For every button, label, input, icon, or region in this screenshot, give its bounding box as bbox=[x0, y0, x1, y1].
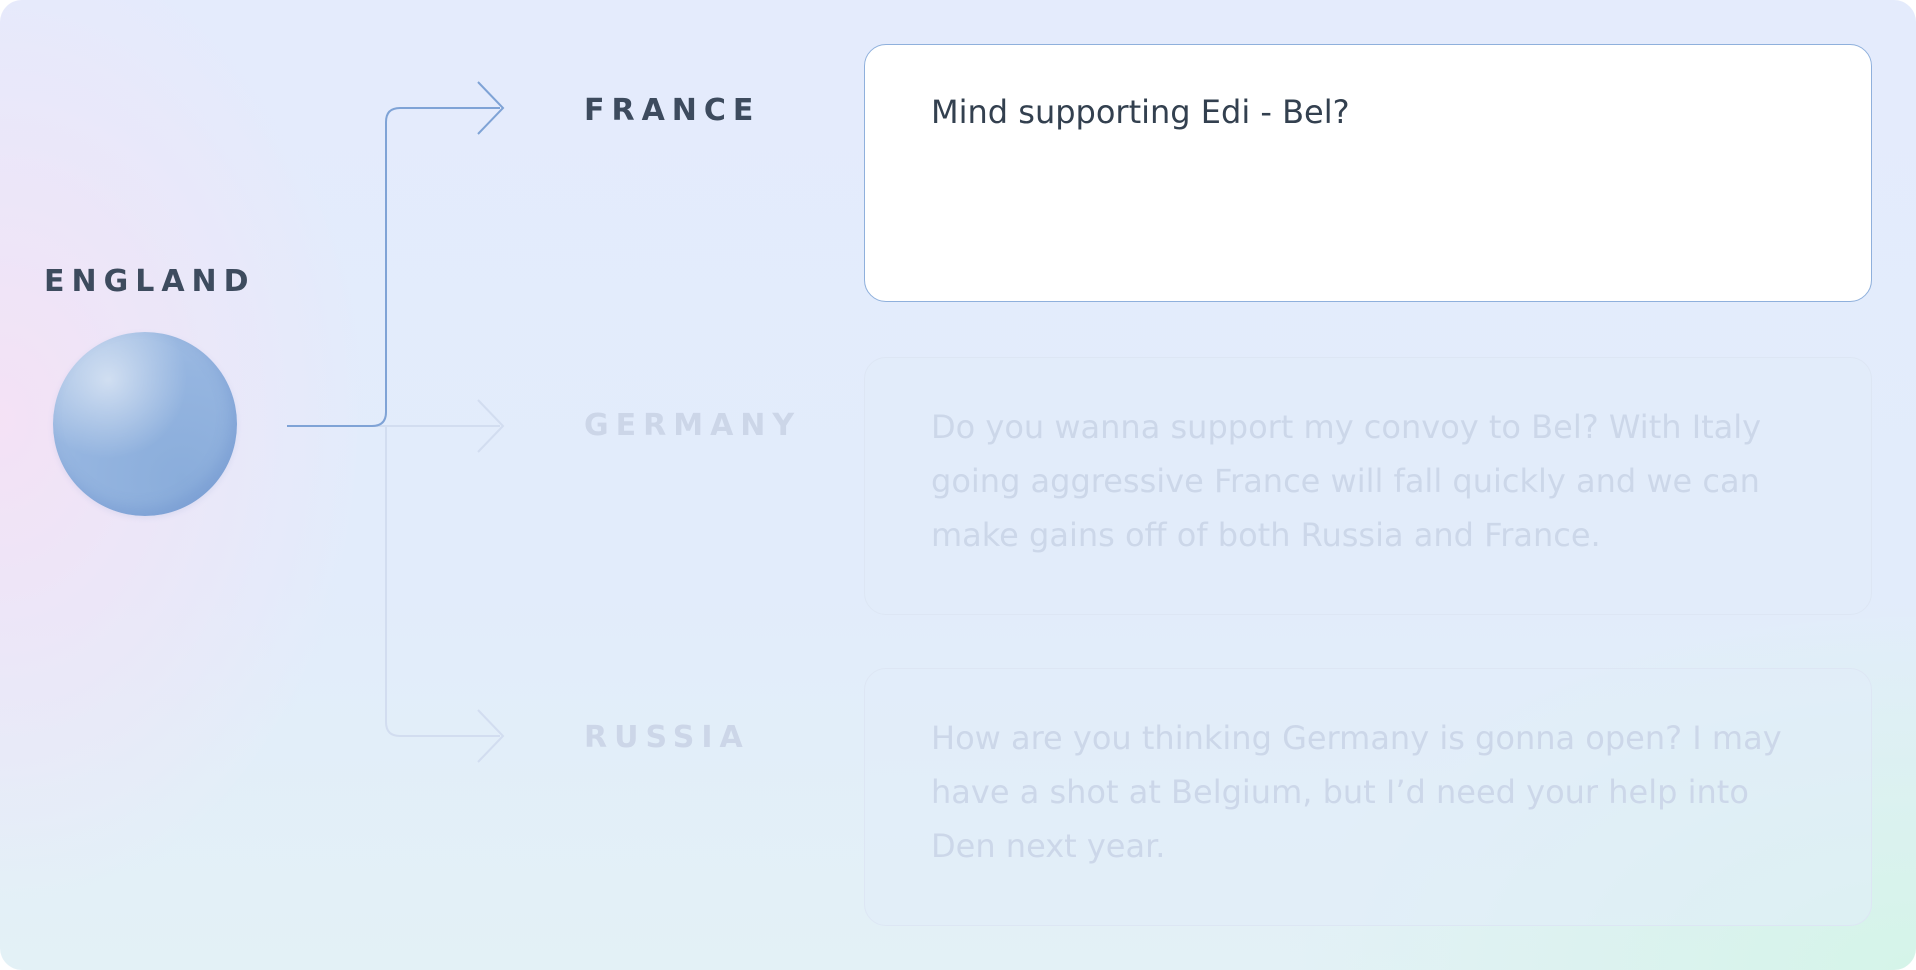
message-box-russia: How are you thinking Germany is gonna op… bbox=[864, 668, 1872, 926]
message-text-germany: Do you wanna support my convoy to Bel? W… bbox=[931, 408, 1762, 554]
recipient-label-germany: GERMANY bbox=[584, 408, 802, 443]
message-text-france: Mind supporting Edi - Bel? bbox=[931, 93, 1350, 131]
sender-globe-icon bbox=[53, 332, 237, 516]
message-text-russia: How are you thinking Germany is gonna op… bbox=[931, 719, 1782, 865]
arrowhead-france bbox=[477, 81, 505, 135]
wire-to-france bbox=[287, 107, 500, 427]
sender-label: ENGLAND bbox=[44, 264, 256, 299]
recipient-label-france: FRANCE bbox=[584, 93, 761, 128]
recipient-label-russia: RUSSIA bbox=[584, 720, 750, 755]
arrowhead-germany bbox=[477, 399, 505, 453]
arrowhead-russia bbox=[477, 709, 505, 763]
message-box-france: Mind supporting Edi - Bel? bbox=[864, 44, 1872, 302]
message-box-germany: Do you wanna support my convoy to Bel? W… bbox=[864, 357, 1872, 615]
wire-to-russia bbox=[385, 426, 500, 737]
